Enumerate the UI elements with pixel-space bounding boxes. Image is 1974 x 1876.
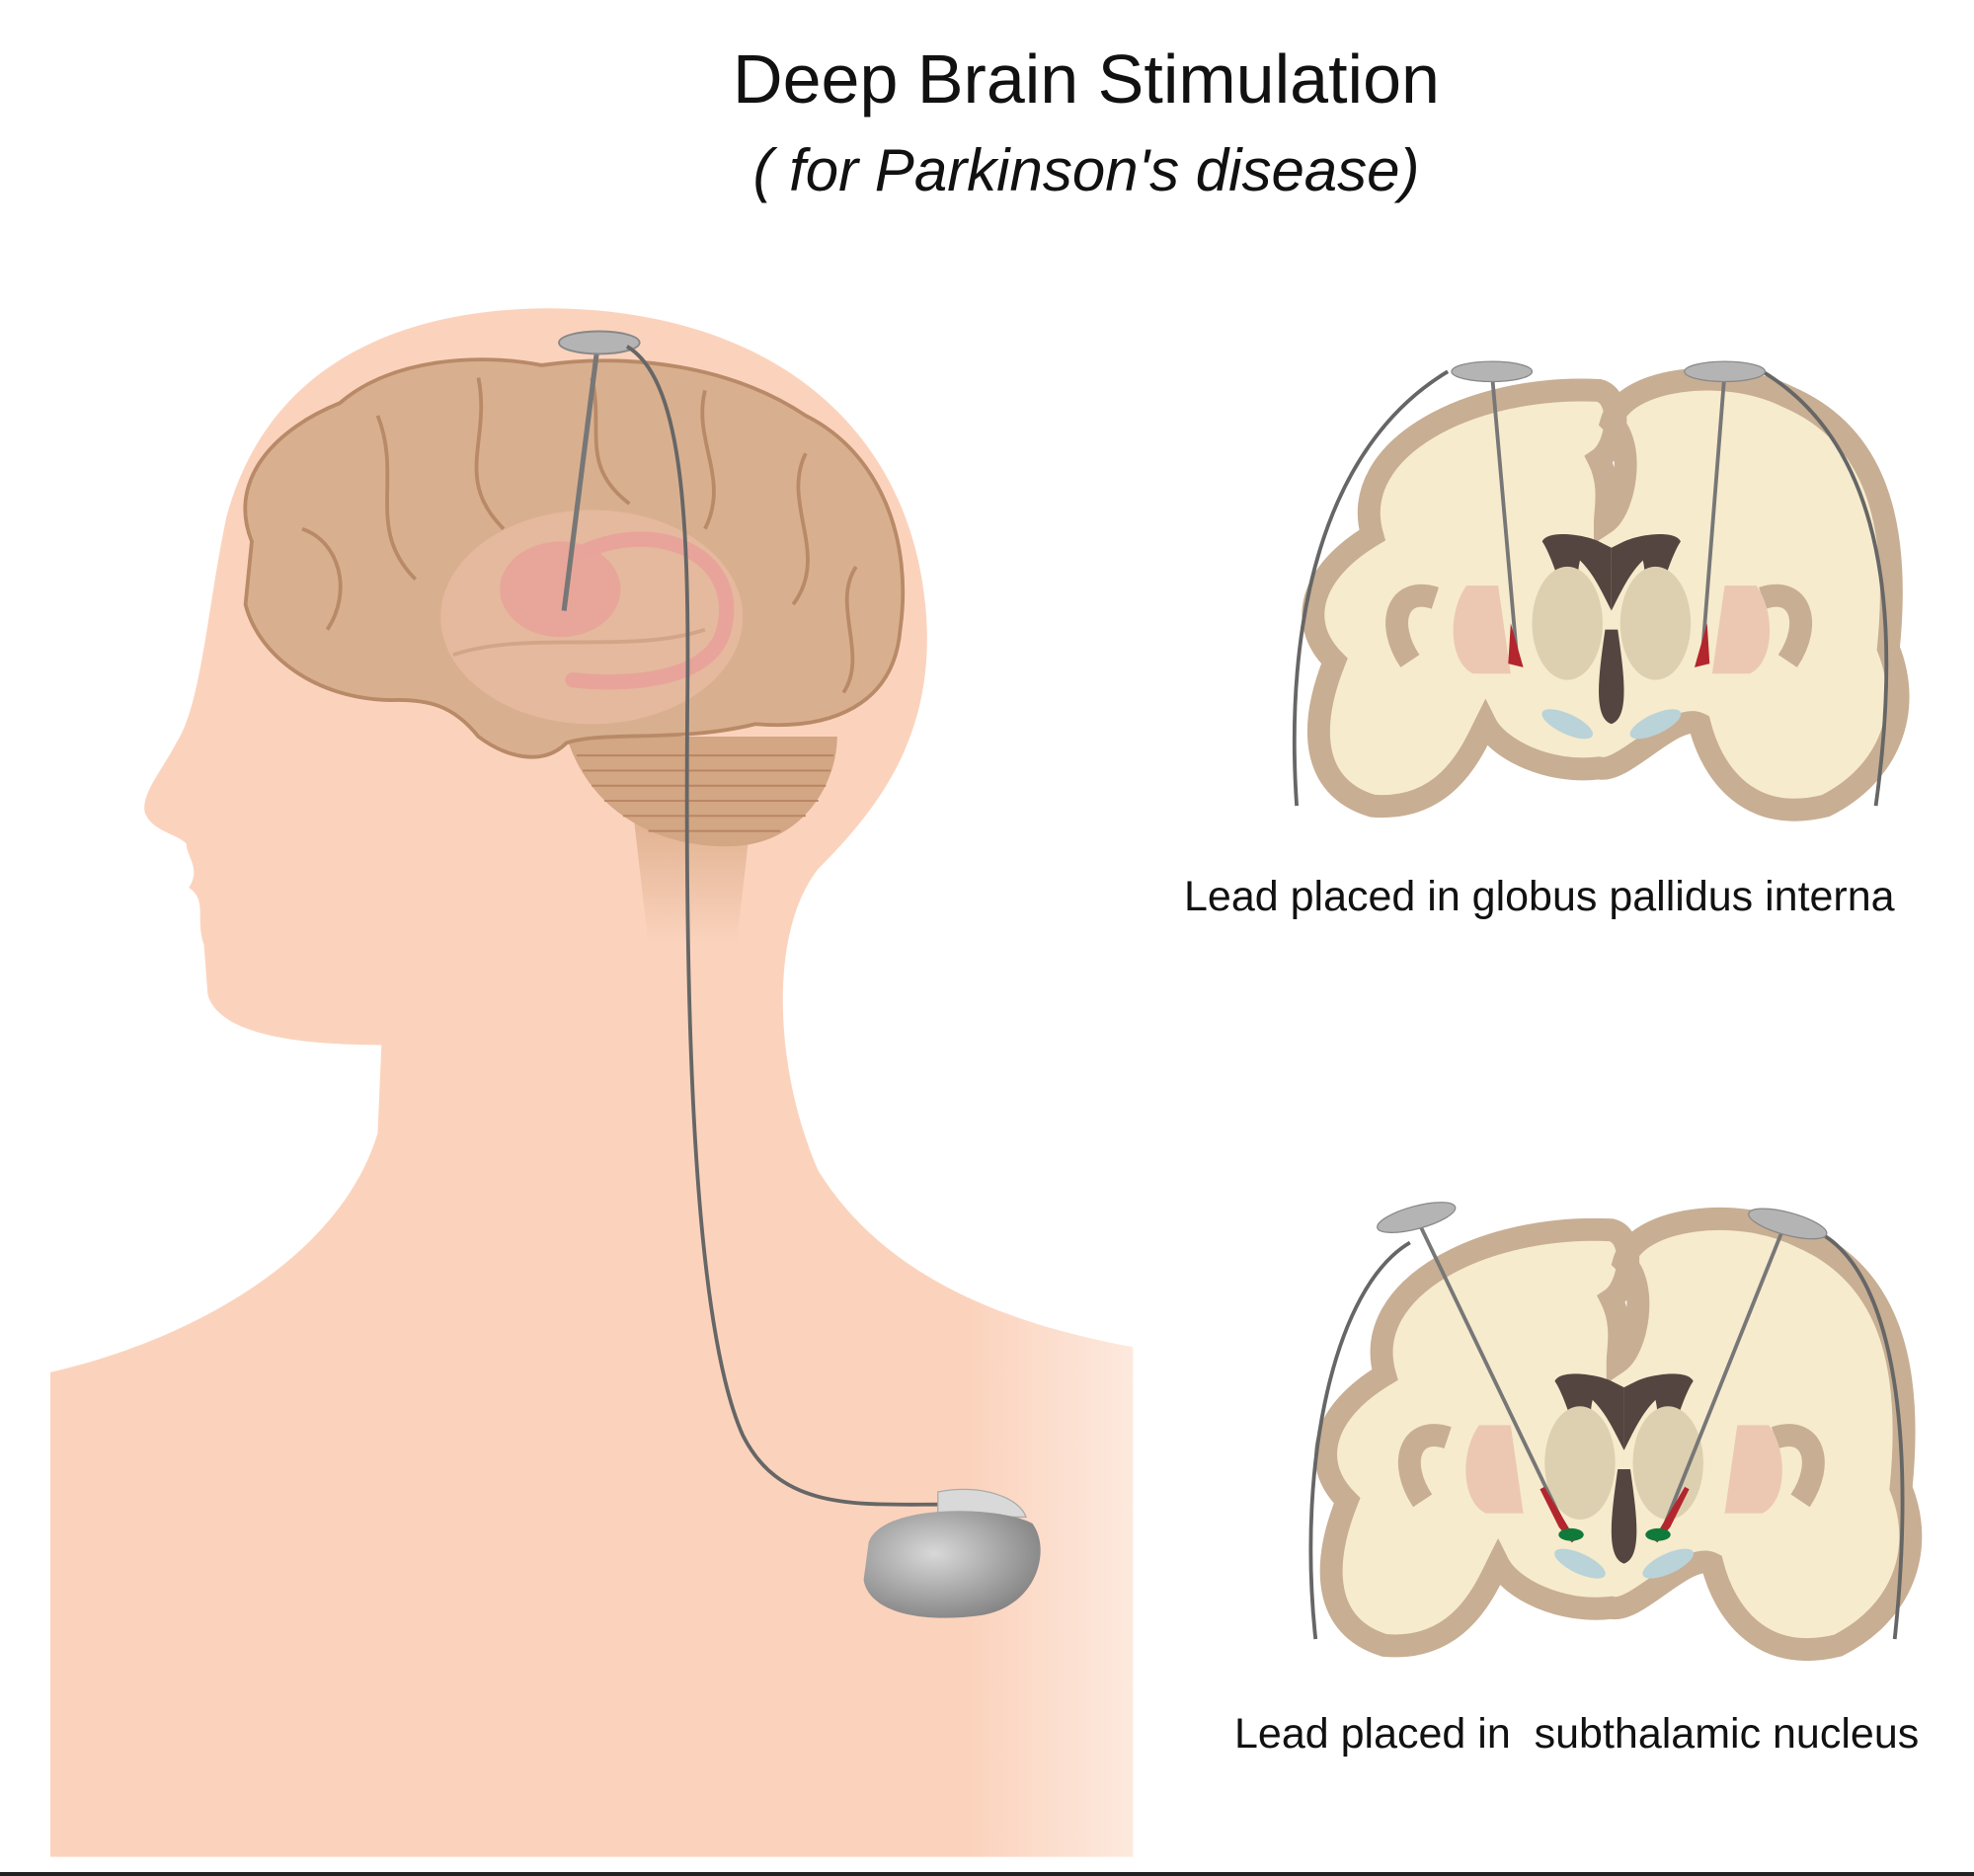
page-subtitle: ( for Parkinson's disease) xyxy=(752,137,1420,203)
caudate-tail xyxy=(565,531,735,690)
brain-sulci xyxy=(301,377,858,694)
pulse-generator xyxy=(863,1511,1041,1618)
burr-hole-cap xyxy=(558,330,641,355)
stn-target-right xyxy=(1645,1527,1671,1541)
cerebellum xyxy=(566,737,837,847)
coronal-section-stn xyxy=(1308,1202,1910,1649)
coronal-section-gpi xyxy=(1292,360,1898,810)
extension-wire xyxy=(625,345,942,1507)
brain-lead xyxy=(561,342,601,611)
gpi-target-left xyxy=(1508,623,1524,667)
label-subthalamic: Lead placed in subthalamic nucleus xyxy=(1234,1710,1920,1758)
page-title: Deep Brain Stimulation xyxy=(733,40,1440,117)
stn-target-left xyxy=(1558,1527,1584,1541)
gpi-target-right xyxy=(1694,623,1710,667)
pulse-generator-connector xyxy=(937,1488,1027,1519)
bottom-border xyxy=(0,1872,1974,1876)
label-globus-pallidus: Lead placed in globus pallidus interna xyxy=(1184,873,1895,920)
basal-ganglia xyxy=(500,541,621,638)
